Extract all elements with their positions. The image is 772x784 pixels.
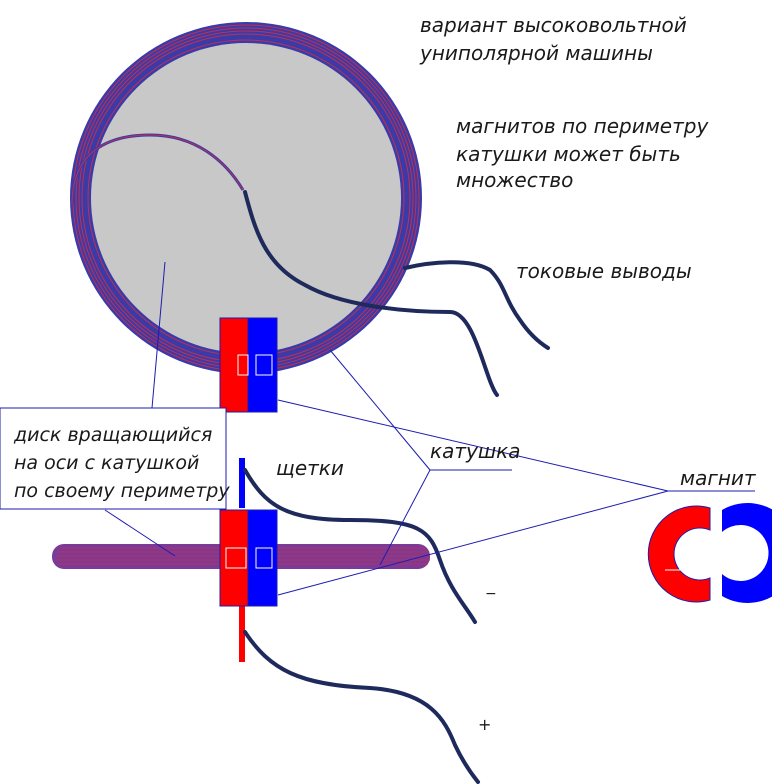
lower-magnet xyxy=(219,509,278,607)
axle xyxy=(239,458,245,662)
disk-label-line1: диск вращающийся xyxy=(13,424,212,446)
disk-label-line2: на оси с катушкой xyxy=(14,452,199,474)
coil-label: катушка xyxy=(430,439,520,463)
title-line2: униполярной машины xyxy=(419,41,653,65)
magnet-label: магнит xyxy=(680,466,757,490)
lead-wire-outer xyxy=(403,260,550,350)
magnets-note-line2: катушки может быть xyxy=(456,142,681,166)
leader-lines xyxy=(104,261,755,596)
horseshoe-magnet xyxy=(647,503,772,603)
disk-label-line3: по своему периметру xyxy=(14,480,230,502)
plus-sign: + xyxy=(478,715,491,734)
current-leads-label: токовые выводы xyxy=(516,259,692,283)
minus-sign: − xyxy=(485,586,497,602)
magnets-note-line1: магнитов по периметру xyxy=(456,114,709,138)
lead-wire-inner xyxy=(243,190,499,397)
brush-wires xyxy=(243,468,480,784)
title-line1: вариант высоковольтной xyxy=(420,13,687,37)
brushes-label: щетки xyxy=(276,456,344,480)
brush-wire-top xyxy=(243,468,477,624)
upper-magnet xyxy=(219,317,278,413)
current-leads xyxy=(243,190,550,397)
disk-label-box: диск вращающийся на оси с катушкой по св… xyxy=(0,407,230,510)
brush-wire-bottom xyxy=(243,630,480,784)
magnets-note-line3: множество xyxy=(456,168,573,192)
